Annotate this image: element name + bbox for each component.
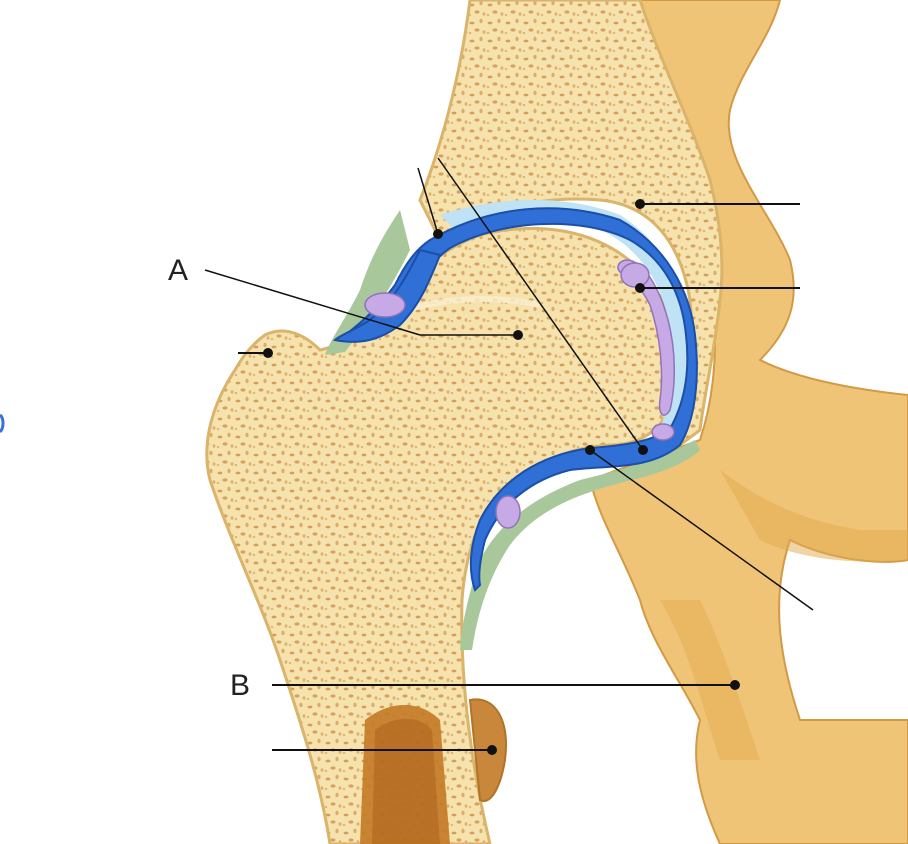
leader-lines — [204, 157, 814, 751]
pointer-dot — [433, 229, 443, 239]
pointer-dots — [263, 199, 740, 755]
pointer-dot — [638, 445, 648, 455]
edge-artifact — [0, 413, 5, 434]
leader-line-diagonal-3 — [589, 449, 814, 611]
pointer-dot — [635, 199, 645, 209]
pointer-dot — [730, 680, 740, 690]
synovial-membrane — [364, 259, 675, 529]
pelvic-bone — [588, 0, 908, 844]
label-a: A — [168, 254, 189, 287]
pointer-dot — [487, 745, 497, 755]
joint-capsule — [325, 210, 700, 650]
leader-line-diagonal-1 — [417, 167, 439, 235]
leader-line-a — [204, 269, 421, 336]
label-b: B — [230, 669, 251, 702]
leader-line-diagonal-2 — [437, 157, 644, 451]
pointer-dot — [513, 330, 523, 340]
femur — [205, 226, 680, 844]
pointer-dot — [635, 283, 645, 293]
pointer-dot — [585, 445, 595, 455]
pointer-dot — [263, 348, 273, 358]
